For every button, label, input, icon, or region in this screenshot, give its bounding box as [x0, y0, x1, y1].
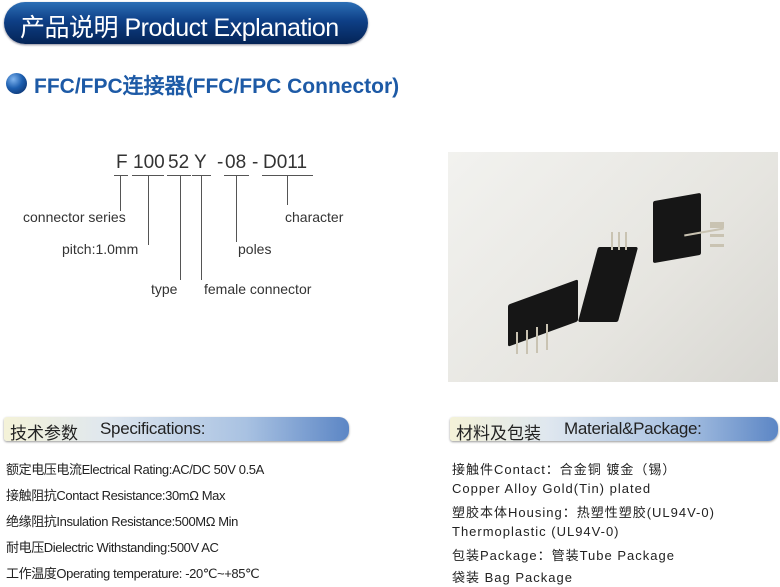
label-poles: poles: [238, 241, 272, 257]
label-character: character: [285, 209, 344, 225]
title-banner: 产品说明 Product Explanation: [4, 2, 368, 44]
label-female: female connector: [204, 281, 312, 297]
code-poles: 08: [225, 152, 247, 173]
leader-line: [236, 175, 237, 242]
code-pitch: 100: [133, 152, 165, 173]
material-item: 袋装 Bag Package: [452, 570, 573, 585]
material-item: Thermoplastic (UL94V-0): [452, 524, 620, 539]
leader-line: [287, 175, 288, 205]
label-pitch: pitch:1.0mm: [62, 241, 139, 257]
material-header-en: Material&Package:: [564, 419, 702, 438]
underline: [114, 175, 128, 176]
code-female: Y: [194, 152, 207, 173]
underline: [167, 175, 191, 176]
label-series: connector series: [23, 209, 126, 225]
section-title: FFC/FPC连接器(FFC/FPC Connector): [34, 75, 400, 98]
spec-item: 接触阻抗Contact Resistance:30mΩ Max: [6, 488, 226, 503]
spec-item: 绝缘阻抗Insulation Resistance:500MΩ Min: [6, 514, 238, 529]
leader-line: [180, 175, 181, 280]
code-dash: -: [217, 152, 224, 173]
spec-item: 工作温度Operating temperature: -20℃~+85℃: [6, 566, 260, 581]
leader-line: [148, 175, 149, 245]
specifications-header: 技术参数 Specifications:: [4, 417, 349, 443]
spec-item: 额定电压电流Electrical Rating:AC/DC 50V 0.5A: [6, 462, 264, 477]
spec-item: 耐电压Dielectric Withstanding:500V AC: [6, 540, 219, 555]
code-character: D011: [263, 152, 308, 173]
label-type: type: [151, 281, 178, 297]
specs-header-en: Specifications:: [100, 419, 206, 438]
leader-line: [201, 175, 202, 280]
code-dash: -: [252, 152, 259, 173]
material-item: 接触件Contact：合金铜 镀金（锡）: [452, 462, 677, 477]
material-item: 塑胶本体Housing：热塑性塑胶(UL94V-0): [452, 505, 715, 520]
code-series: F: [116, 152, 128, 173]
banner-title: 产品说明 Product Explanation: [20, 14, 339, 42]
specs-header-cn: 技术参数: [10, 424, 78, 443]
material-item: 包装Package：管装Tube Package: [452, 548, 675, 563]
product-photo: [448, 152, 778, 382]
material-header: 材料及包装 Material&Package:: [450, 417, 778, 443]
leader-line: [120, 175, 121, 211]
material-item: Copper Alloy Gold(Tin) plated: [452, 481, 652, 496]
material-header-cn: 材料及包装: [456, 424, 541, 443]
code-type: 52: [168, 152, 190, 173]
bullet-ball-icon: [6, 73, 27, 94]
